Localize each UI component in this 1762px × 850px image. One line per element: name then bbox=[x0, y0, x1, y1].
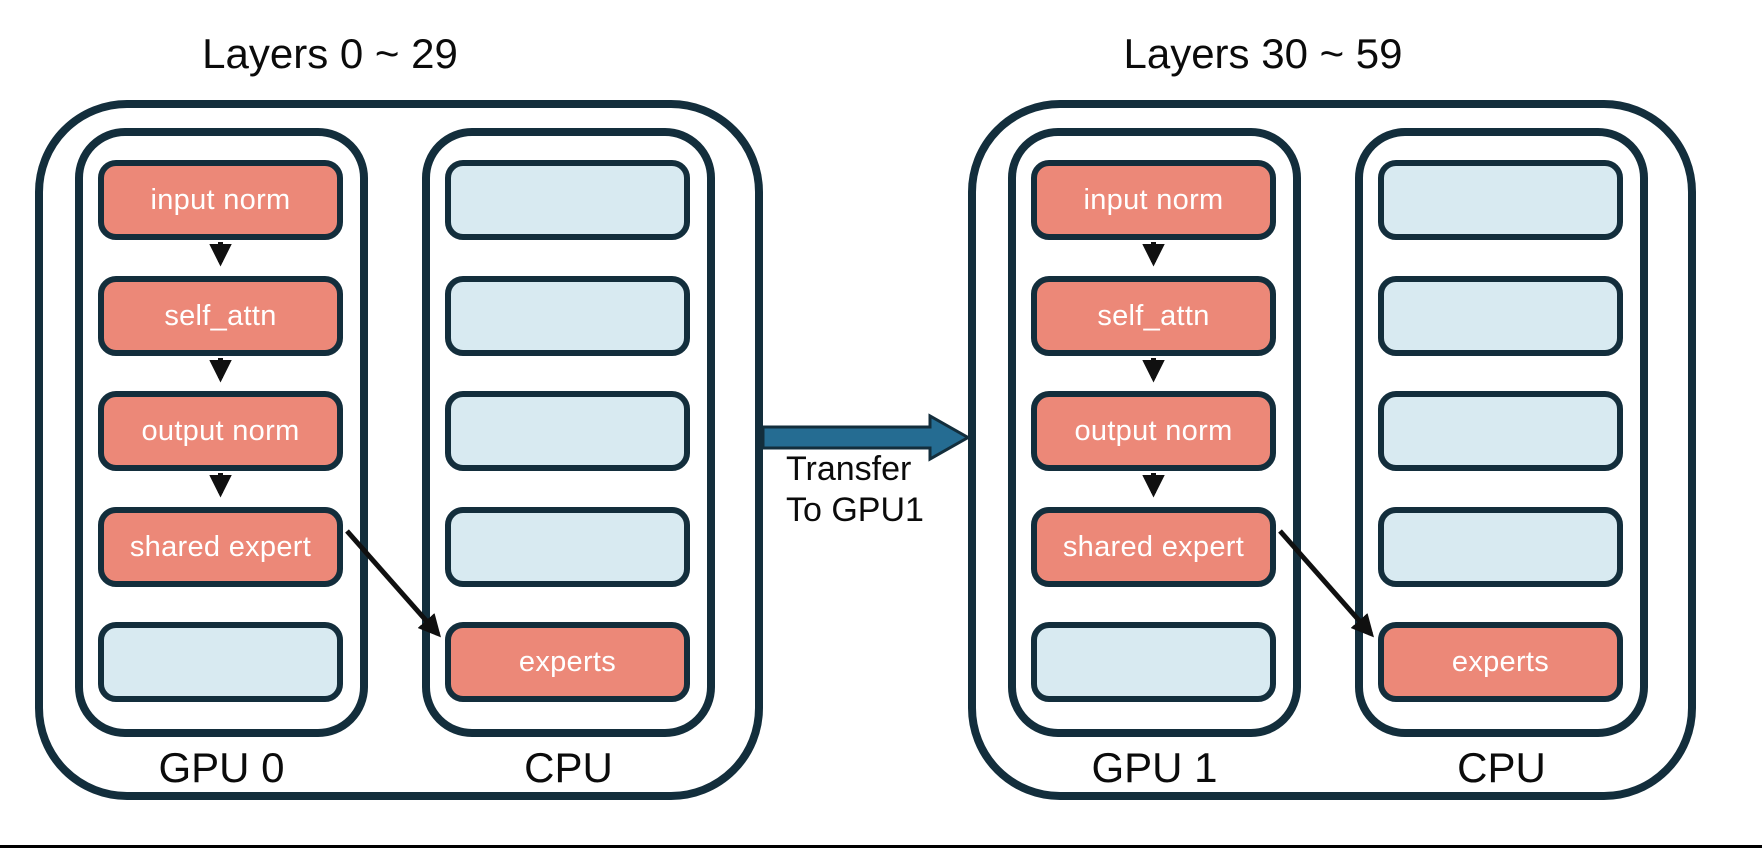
layer-group-0-29: Layers 0 ~ 29 input norm self_attn outpu… bbox=[0, 0, 829, 850]
bottom-divider bbox=[0, 845, 1762, 848]
empty-slot bbox=[445, 507, 690, 587]
module-box-shared-expert: shared expert bbox=[1031, 507, 1276, 587]
group-title: Layers 0 ~ 29 bbox=[202, 30, 458, 77]
module-box-experts: experts bbox=[445, 622, 690, 702]
layer-group-30-59: Layers 30 ~ 59 input norm self_attn outp… bbox=[933, 0, 1762, 850]
module-box-output-norm: output norm bbox=[1031, 391, 1276, 471]
module-box-output-norm: output norm bbox=[98, 391, 343, 471]
empty-slot bbox=[1031, 622, 1276, 702]
empty-slot bbox=[98, 622, 343, 702]
empty-slot bbox=[445, 160, 690, 240]
empty-slot bbox=[1378, 276, 1623, 356]
group-title: Layers 30 ~ 59 bbox=[1123, 30, 1403, 77]
empty-slot bbox=[445, 276, 690, 356]
module-box-self-attn: self_attn bbox=[1031, 276, 1276, 356]
cpu-label: CPU bbox=[1457, 744, 1546, 791]
empty-slot bbox=[1378, 391, 1623, 471]
empty-slot bbox=[1378, 507, 1623, 587]
module-box-self-attn: self_attn bbox=[98, 276, 343, 356]
cpu-label: CPU bbox=[524, 744, 613, 791]
module-box-input-norm: input norm bbox=[1031, 160, 1276, 240]
transfer-label: Transfer To GPU1 bbox=[786, 449, 924, 531]
gpu0-label: GPU 0 bbox=[158, 744, 285, 791]
module-box-shared-expert: shared expert bbox=[98, 507, 343, 587]
module-box-input-norm: input norm bbox=[98, 160, 343, 240]
empty-slot bbox=[1378, 160, 1623, 240]
module-box-experts: experts bbox=[1378, 622, 1623, 702]
gpu1-label: GPU 1 bbox=[1091, 744, 1218, 791]
transfer-label-line1: Transfer bbox=[786, 450, 912, 488]
empty-slot bbox=[445, 391, 690, 471]
transfer-label-line2: To GPU1 bbox=[786, 491, 924, 529]
